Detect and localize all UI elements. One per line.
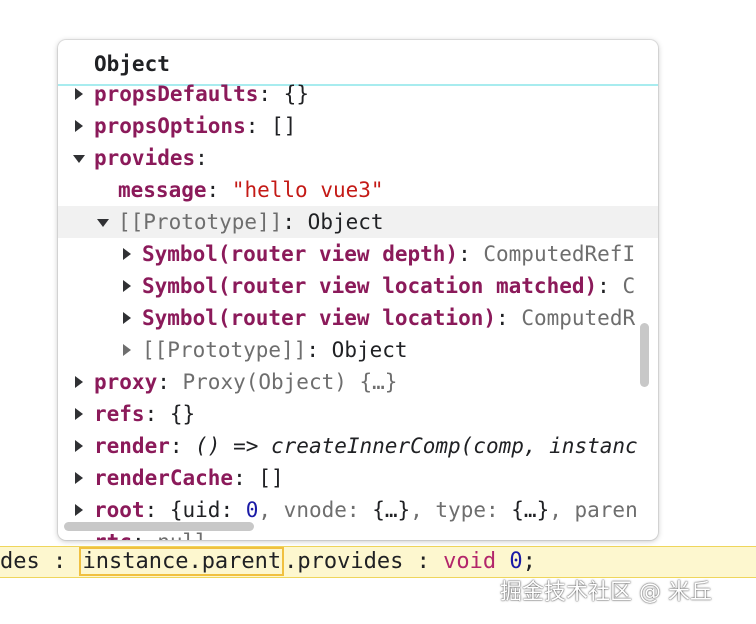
expand-arrow-icon[interactable] xyxy=(75,472,83,484)
expand-arrow-icon[interactable] xyxy=(123,248,131,260)
property-value: Proxy(Object) {…} xyxy=(182,370,398,394)
watermark-text: 掘金技术社区 @ 米丘 xyxy=(500,580,712,605)
expand-arrow-icon[interactable] xyxy=(123,312,131,324)
property-key: [[Prototype]] xyxy=(118,210,283,234)
tree-row-symbol-router-view-location-matched[interactable]: Symbol(router view location matched): C xyxy=(58,270,658,302)
property-key: root xyxy=(94,498,145,522)
object-tree: propsDefaults: {} propsOptions: [] provi… xyxy=(58,78,658,540)
property-value: C xyxy=(622,274,636,298)
property-value: [] xyxy=(271,114,297,138)
collapse-arrow-icon[interactable] xyxy=(97,219,109,227)
property-value: Object xyxy=(331,338,408,362)
tree-row-prototype[interactable]: [[Prototype]]: Object xyxy=(58,206,658,238)
tree-row-rendercache[interactable]: renderCache: [] xyxy=(58,462,658,494)
hovered-expression[interactable]: instance.parent xyxy=(79,547,285,576)
tree-row-render[interactable]: render: () => createInnerComp(comp, inst… xyxy=(58,430,658,462)
property-value: {} xyxy=(283,82,309,106)
property-key: render xyxy=(94,434,170,458)
property-key: refs xyxy=(94,402,145,426)
property-key: provides xyxy=(94,146,196,170)
tree-row-propsoptions[interactable]: propsOptions: [] xyxy=(58,110,658,142)
expand-arrow-icon[interactable] xyxy=(75,408,83,420)
expand-arrow-icon[interactable] xyxy=(75,88,83,100)
horizontal-scrollbar[interactable] xyxy=(64,522,254,531)
property-value: "hello vue3" xyxy=(231,178,384,202)
property-key: renderCache xyxy=(94,466,234,490)
expand-arrow-icon[interactable] xyxy=(75,440,83,452)
property-key: rtc xyxy=(94,530,132,540)
code-prefix: des : xyxy=(0,549,80,574)
collapse-arrow-icon[interactable] xyxy=(73,155,85,163)
property-key: Symbol(router view location matched) xyxy=(142,274,598,298)
code-space xyxy=(496,549,509,574)
property-value: ComputedR xyxy=(521,306,636,330)
property-value: () => createInnerComp(comp, instanc xyxy=(195,434,638,458)
expand-arrow-icon[interactable] xyxy=(75,120,83,132)
tree-row-root[interactable]: root: {uid: 0, vnode: {…}, type: {…}, pa… xyxy=(58,494,658,526)
property-key: Symbol(router view depth) xyxy=(142,242,459,266)
code-middle: .provides : xyxy=(284,549,444,574)
property-key: proxy xyxy=(94,370,158,394)
expand-arrow-icon[interactable] xyxy=(123,280,131,292)
tree-row-refs[interactable]: refs: {} xyxy=(58,398,658,430)
expand-arrow-icon[interactable] xyxy=(75,504,83,516)
property-key: message xyxy=(118,178,207,202)
property-key: Symbol(router view location) xyxy=(142,306,497,330)
property-key: [[Prototype]] xyxy=(142,338,307,362)
tree-row-symbol-router-view-depth[interactable]: Symbol(router view depth): ComputedRefI xyxy=(58,238,658,270)
vertical-scrollbar[interactable] xyxy=(640,323,649,387)
property-key: propsOptions xyxy=(94,114,246,138)
property-value: {} xyxy=(169,402,196,426)
expand-arrow-icon[interactable] xyxy=(75,376,83,388)
property-value: [] xyxy=(258,466,284,490)
code-suffix: ; xyxy=(522,549,536,574)
property-key: propsDefaults xyxy=(94,82,259,106)
tree-row-symbol-router-view-location[interactable]: Symbol(router view location): ComputedR xyxy=(58,302,658,334)
object-preview-popover: Object propsDefaults: {} propsOptions: [… xyxy=(58,40,658,540)
tree-row-propsdefaults[interactable]: propsDefaults: {} xyxy=(58,78,658,110)
tree-row-rtc[interactable]: rtc: null xyxy=(58,526,658,540)
property-value: Object xyxy=(307,210,384,234)
property-value: ComputedRefI xyxy=(483,242,636,266)
code-keyword: void xyxy=(443,549,497,574)
tree-row-proxy[interactable]: proxy: Proxy(Object) {…} xyxy=(58,366,658,398)
expand-arrow-icon[interactable] xyxy=(123,344,131,356)
tree-row-nested-prototype[interactable]: [[Prototype]]: Object xyxy=(58,334,658,366)
popover-title: Object xyxy=(94,52,170,76)
tree-row-provides[interactable]: provides: xyxy=(58,142,658,174)
property-value: null xyxy=(157,530,208,540)
code-number: 0 xyxy=(509,549,523,574)
tree-row-message[interactable]: message: "hello vue3" xyxy=(118,178,384,202)
title-divider xyxy=(58,84,658,86)
source-code-line: des : instance.parent.provides : void 0; xyxy=(0,546,756,578)
